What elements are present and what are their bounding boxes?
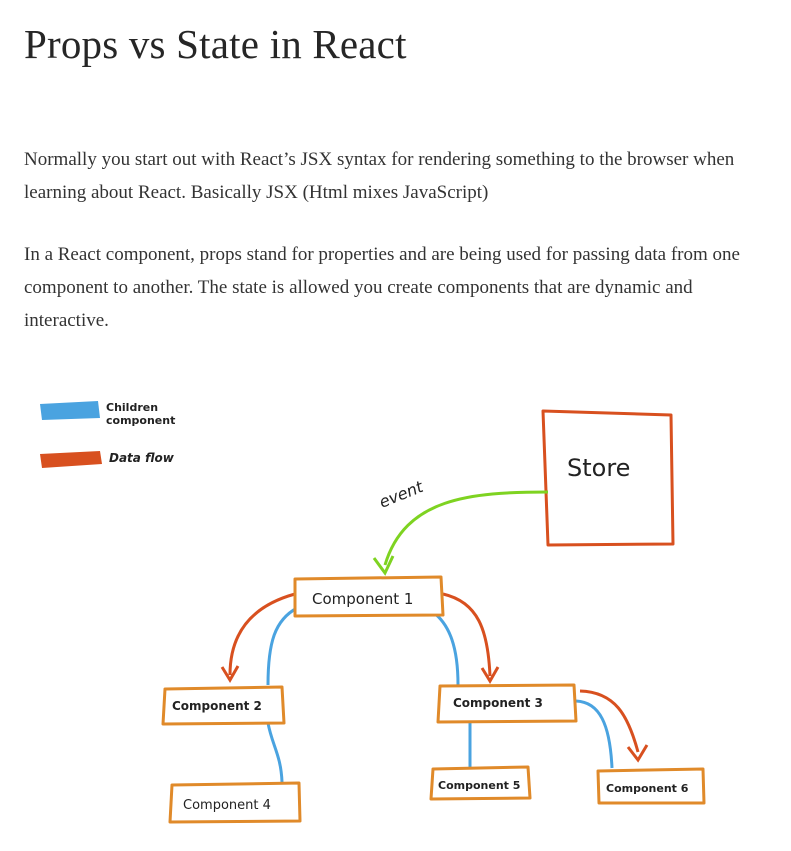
legend: Children component Data flow bbox=[40, 401, 175, 468]
component-5-label: Component 5 bbox=[438, 779, 520, 792]
component-4-box: Component 4 bbox=[168, 781, 302, 824]
component-1-box: Component 1 bbox=[293, 575, 445, 618]
component-2-label: Component 2 bbox=[172, 699, 262, 713]
intro-paragraph: Normally you start out with React’s JSX … bbox=[24, 149, 735, 203]
store-label: Store bbox=[567, 454, 630, 482]
component-3-label: Component 3 bbox=[453, 696, 543, 710]
connectors bbox=[220, 592, 649, 783]
component-2-box: Component 2 bbox=[161, 685, 286, 726]
react-data-flow-diagram: Children component Data flow Store event bbox=[40, 401, 706, 824]
legend-children-label-line2: component bbox=[106, 414, 175, 427]
component-1-label: Component 1 bbox=[312, 590, 413, 608]
component-6-label: Component 6 bbox=[606, 782, 689, 795]
page-title: Props vs State in React bbox=[24, 21, 407, 67]
legend-data-flow-swatch bbox=[40, 451, 102, 468]
component-6-box: Component 6 bbox=[596, 767, 706, 805]
legend-data-flow-label: Data flow bbox=[109, 451, 175, 465]
legend-children-swatch bbox=[40, 401, 100, 420]
legend-children-label-line1: Children bbox=[106, 401, 158, 414]
component-5-box: Component 5 bbox=[429, 765, 532, 801]
component-3-box: Component 3 bbox=[436, 683, 578, 724]
event-arrow: event bbox=[372, 477, 549, 576]
component-4-label: Component 4 bbox=[183, 798, 271, 813]
event-label: event bbox=[376, 477, 426, 512]
store-box: Store bbox=[541, 409, 675, 547]
props-state-paragraph: In a React component, props stand for pr… bbox=[24, 244, 740, 331]
